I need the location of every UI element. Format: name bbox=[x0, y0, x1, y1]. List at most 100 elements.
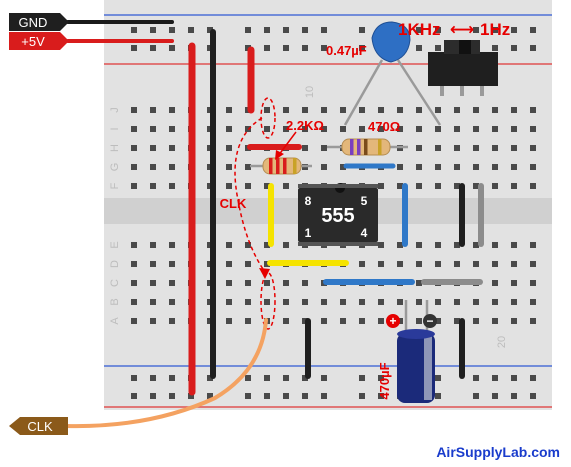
clk-output-tag bbox=[9, 417, 68, 435]
breadboard-hole bbox=[435, 27, 441, 33]
breadboard-hole bbox=[416, 164, 422, 170]
breadboard-hole bbox=[245, 393, 251, 399]
breadboard-hole bbox=[530, 164, 536, 170]
breadboard-hole bbox=[283, 299, 289, 305]
breadboard-hole bbox=[530, 126, 536, 132]
breadboard-hole bbox=[150, 280, 156, 286]
breadboard-hole bbox=[435, 126, 441, 132]
breadboard-hole bbox=[302, 27, 308, 33]
breadboard-hole bbox=[264, 299, 270, 305]
breadboard-hole bbox=[397, 183, 403, 189]
breadboard-hole bbox=[169, 261, 175, 267]
breadboard-hole bbox=[131, 164, 137, 170]
vcc-label: +5V bbox=[21, 34, 45, 49]
breadboard-hole bbox=[340, 318, 346, 324]
row-letter: E bbox=[109, 241, 121, 248]
clk-dashed-arrow bbox=[234, 117, 266, 273]
breadboard-hole bbox=[131, 27, 137, 33]
breadboard-hole bbox=[435, 261, 441, 267]
breadboard-hole bbox=[150, 164, 156, 170]
breadboard-hole bbox=[131, 126, 137, 132]
breadboard-hole bbox=[245, 242, 251, 248]
breadboard-hole bbox=[283, 375, 289, 381]
breadboard-hole bbox=[511, 280, 517, 286]
breadboard-hole bbox=[226, 145, 232, 151]
breadboard-hole bbox=[169, 107, 175, 113]
breadboard-hole bbox=[169, 242, 175, 248]
clk-mid-label: CLK bbox=[220, 196, 247, 211]
breadboard-hole bbox=[283, 393, 289, 399]
breadboard-hole bbox=[302, 107, 308, 113]
breadboard-hole bbox=[435, 183, 441, 189]
breadboard-hole bbox=[492, 280, 498, 286]
breadboard-hole bbox=[283, 27, 289, 33]
breadboard-hole bbox=[321, 27, 327, 33]
breadboard-hole bbox=[226, 318, 232, 324]
row-letters: J I H G F E D C B A bbox=[109, 107, 121, 324]
breadboard-hole bbox=[359, 126, 365, 132]
breadboard-hole bbox=[340, 299, 346, 305]
breadboard-hole bbox=[473, 318, 479, 324]
clk-ellipse-bottom bbox=[260, 272, 276, 330]
breadboard-hole bbox=[416, 27, 422, 33]
breadboard-hole bbox=[378, 242, 384, 248]
res-22k-label: 2.2KΩ bbox=[286, 118, 324, 133]
breadboard-hole bbox=[492, 45, 498, 51]
clk-arrow-head bbox=[259, 268, 270, 279]
breadboard-hole bbox=[473, 375, 479, 381]
breadboard-hole bbox=[378, 183, 384, 189]
breadboard-hole bbox=[473, 164, 479, 170]
breadboard-hole bbox=[150, 242, 156, 248]
breadboard-hole bbox=[473, 261, 479, 267]
breadboard-hole bbox=[492, 242, 498, 248]
breadboard-hole bbox=[321, 126, 327, 132]
breadboard-hole bbox=[245, 261, 251, 267]
breadboard-hole bbox=[150, 145, 156, 151]
breadboard-hole bbox=[492, 318, 498, 324]
breadboard-hole bbox=[530, 280, 536, 286]
breadboard-hole bbox=[340, 164, 346, 170]
ceramic-capacitor bbox=[343, 21, 442, 126]
breadboard-hole bbox=[435, 299, 441, 305]
slide-switch bbox=[428, 40, 498, 96]
breadboard-hole bbox=[302, 393, 308, 399]
breadboard-hole bbox=[340, 126, 346, 132]
breadboard-hole bbox=[302, 126, 308, 132]
breadboard-hole bbox=[340, 107, 346, 113]
breadboard-hole bbox=[397, 107, 403, 113]
breadboard-hole bbox=[454, 318, 460, 324]
breadboard-hole bbox=[435, 107, 441, 113]
minus-sign: − bbox=[426, 314, 433, 328]
breadboard-hole bbox=[530, 45, 536, 51]
breadboard-hole bbox=[226, 280, 232, 286]
breadboard-hole bbox=[492, 375, 498, 381]
breadboard-hole bbox=[530, 318, 536, 324]
breadboard-hole bbox=[302, 375, 308, 381]
breadboard-hole bbox=[150, 318, 156, 324]
breadboard-hole bbox=[283, 183, 289, 189]
resistor-2k2 bbox=[250, 157, 312, 175]
breadboard-hole bbox=[226, 299, 232, 305]
breadboard-hole bbox=[492, 27, 498, 33]
breadboard-hole bbox=[378, 375, 384, 381]
breadboard-hole bbox=[283, 280, 289, 286]
breadboard-hole bbox=[131, 318, 137, 324]
breadboard-hole bbox=[454, 107, 460, 113]
breadboard-hole bbox=[359, 393, 365, 399]
breadboard-hole bbox=[283, 318, 289, 324]
breadboard-hole bbox=[169, 318, 175, 324]
breadboard-hole bbox=[473, 27, 479, 33]
breadboard-hole bbox=[397, 299, 403, 305]
chip-pin-1: 1 bbox=[305, 226, 312, 240]
resistor-470 bbox=[327, 138, 408, 156]
breadboard-hole bbox=[169, 126, 175, 132]
cap-large-label: 470µF bbox=[377, 362, 392, 399]
breadboard-hole bbox=[397, 164, 403, 170]
breadboard-hole bbox=[321, 45, 327, 51]
breadboard-hole bbox=[207, 393, 213, 399]
freq-left-label: 1KHz bbox=[398, 20, 441, 39]
breadboard-hole bbox=[264, 27, 270, 33]
breadboard-hole bbox=[302, 45, 308, 51]
